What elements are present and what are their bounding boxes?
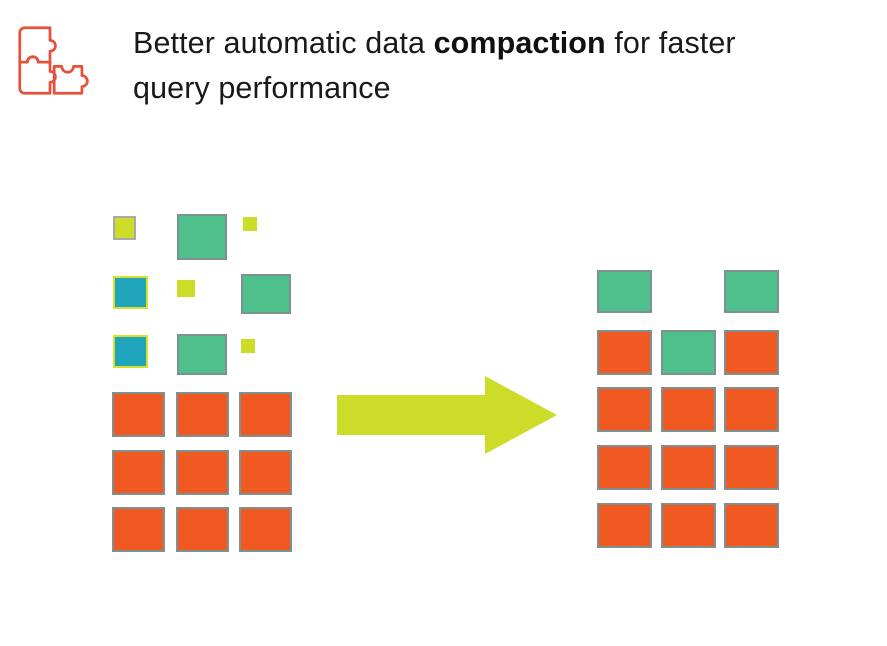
before-block-cyan (113, 276, 148, 309)
title-line-2: query performance (133, 71, 391, 105)
before-block-yellow-plain (243, 217, 257, 231)
compaction-arrow-icon (337, 376, 557, 454)
after-block-green (661, 330, 716, 375)
after-block-orange (597, 330, 652, 375)
before-block-orange (176, 507, 229, 552)
title-emphasis: compaction (433, 26, 606, 60)
after-block-green (597, 270, 652, 313)
before-block-orange (239, 392, 292, 437)
before-block-orange (239, 450, 292, 495)
after-block-orange (724, 503, 779, 548)
before-block-orange (176, 392, 229, 437)
before-block-orange (112, 507, 165, 552)
before-block-cyan (113, 335, 148, 368)
after-block-orange (724, 330, 779, 375)
after-block-orange (597, 387, 652, 432)
before-block-orange (112, 450, 165, 495)
title-text-after: for faster (605, 26, 736, 60)
after-block-orange (597, 445, 652, 490)
before-block-green (241, 274, 291, 314)
before-block-yellow-plain (241, 339, 255, 353)
page-title: Better automatic data compaction for fas… (133, 21, 863, 111)
after-block-orange (724, 445, 779, 490)
before-block-orange (239, 507, 292, 552)
slide-header: Better automatic data compaction for fas… (0, 0, 887, 130)
before-block-orange (112, 392, 165, 437)
before-block-green (177, 334, 227, 375)
puzzle-icon (8, 16, 92, 100)
after-block-orange (661, 445, 716, 490)
before-block-green (177, 214, 227, 260)
title-text-before: Better automatic data (133, 26, 434, 60)
after-block-orange (597, 503, 652, 548)
after-block-orange (661, 387, 716, 432)
before-block-orange (176, 450, 229, 495)
after-block-green (724, 270, 779, 313)
after-block-orange (661, 503, 716, 548)
before-block-yellow (113, 216, 136, 240)
before-block-yellow-plain (177, 280, 195, 297)
after-block-orange (724, 387, 779, 432)
